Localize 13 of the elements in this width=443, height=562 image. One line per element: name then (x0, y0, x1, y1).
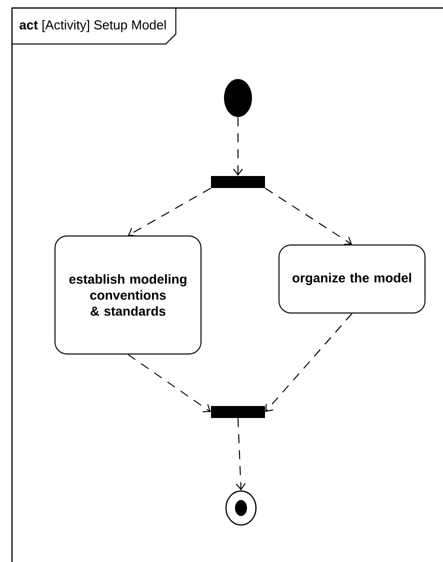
arrow (236, 418, 246, 490)
arrow (128, 188, 212, 237)
initial-node (224, 79, 252, 117)
arrow (264, 188, 352, 246)
final-node (225, 490, 257, 526)
join-bar (211, 406, 265, 418)
arrow (265, 313, 352, 412)
action-box: organize the model (278, 244, 426, 314)
arrow (128, 354, 211, 412)
frame-title-tab: act [Activity] Setup Model (12, 8, 176, 44)
fork-bar (211, 176, 265, 188)
arrow (233, 116, 243, 176)
action-box: establish modeling conventions & standards (54, 236, 202, 354)
